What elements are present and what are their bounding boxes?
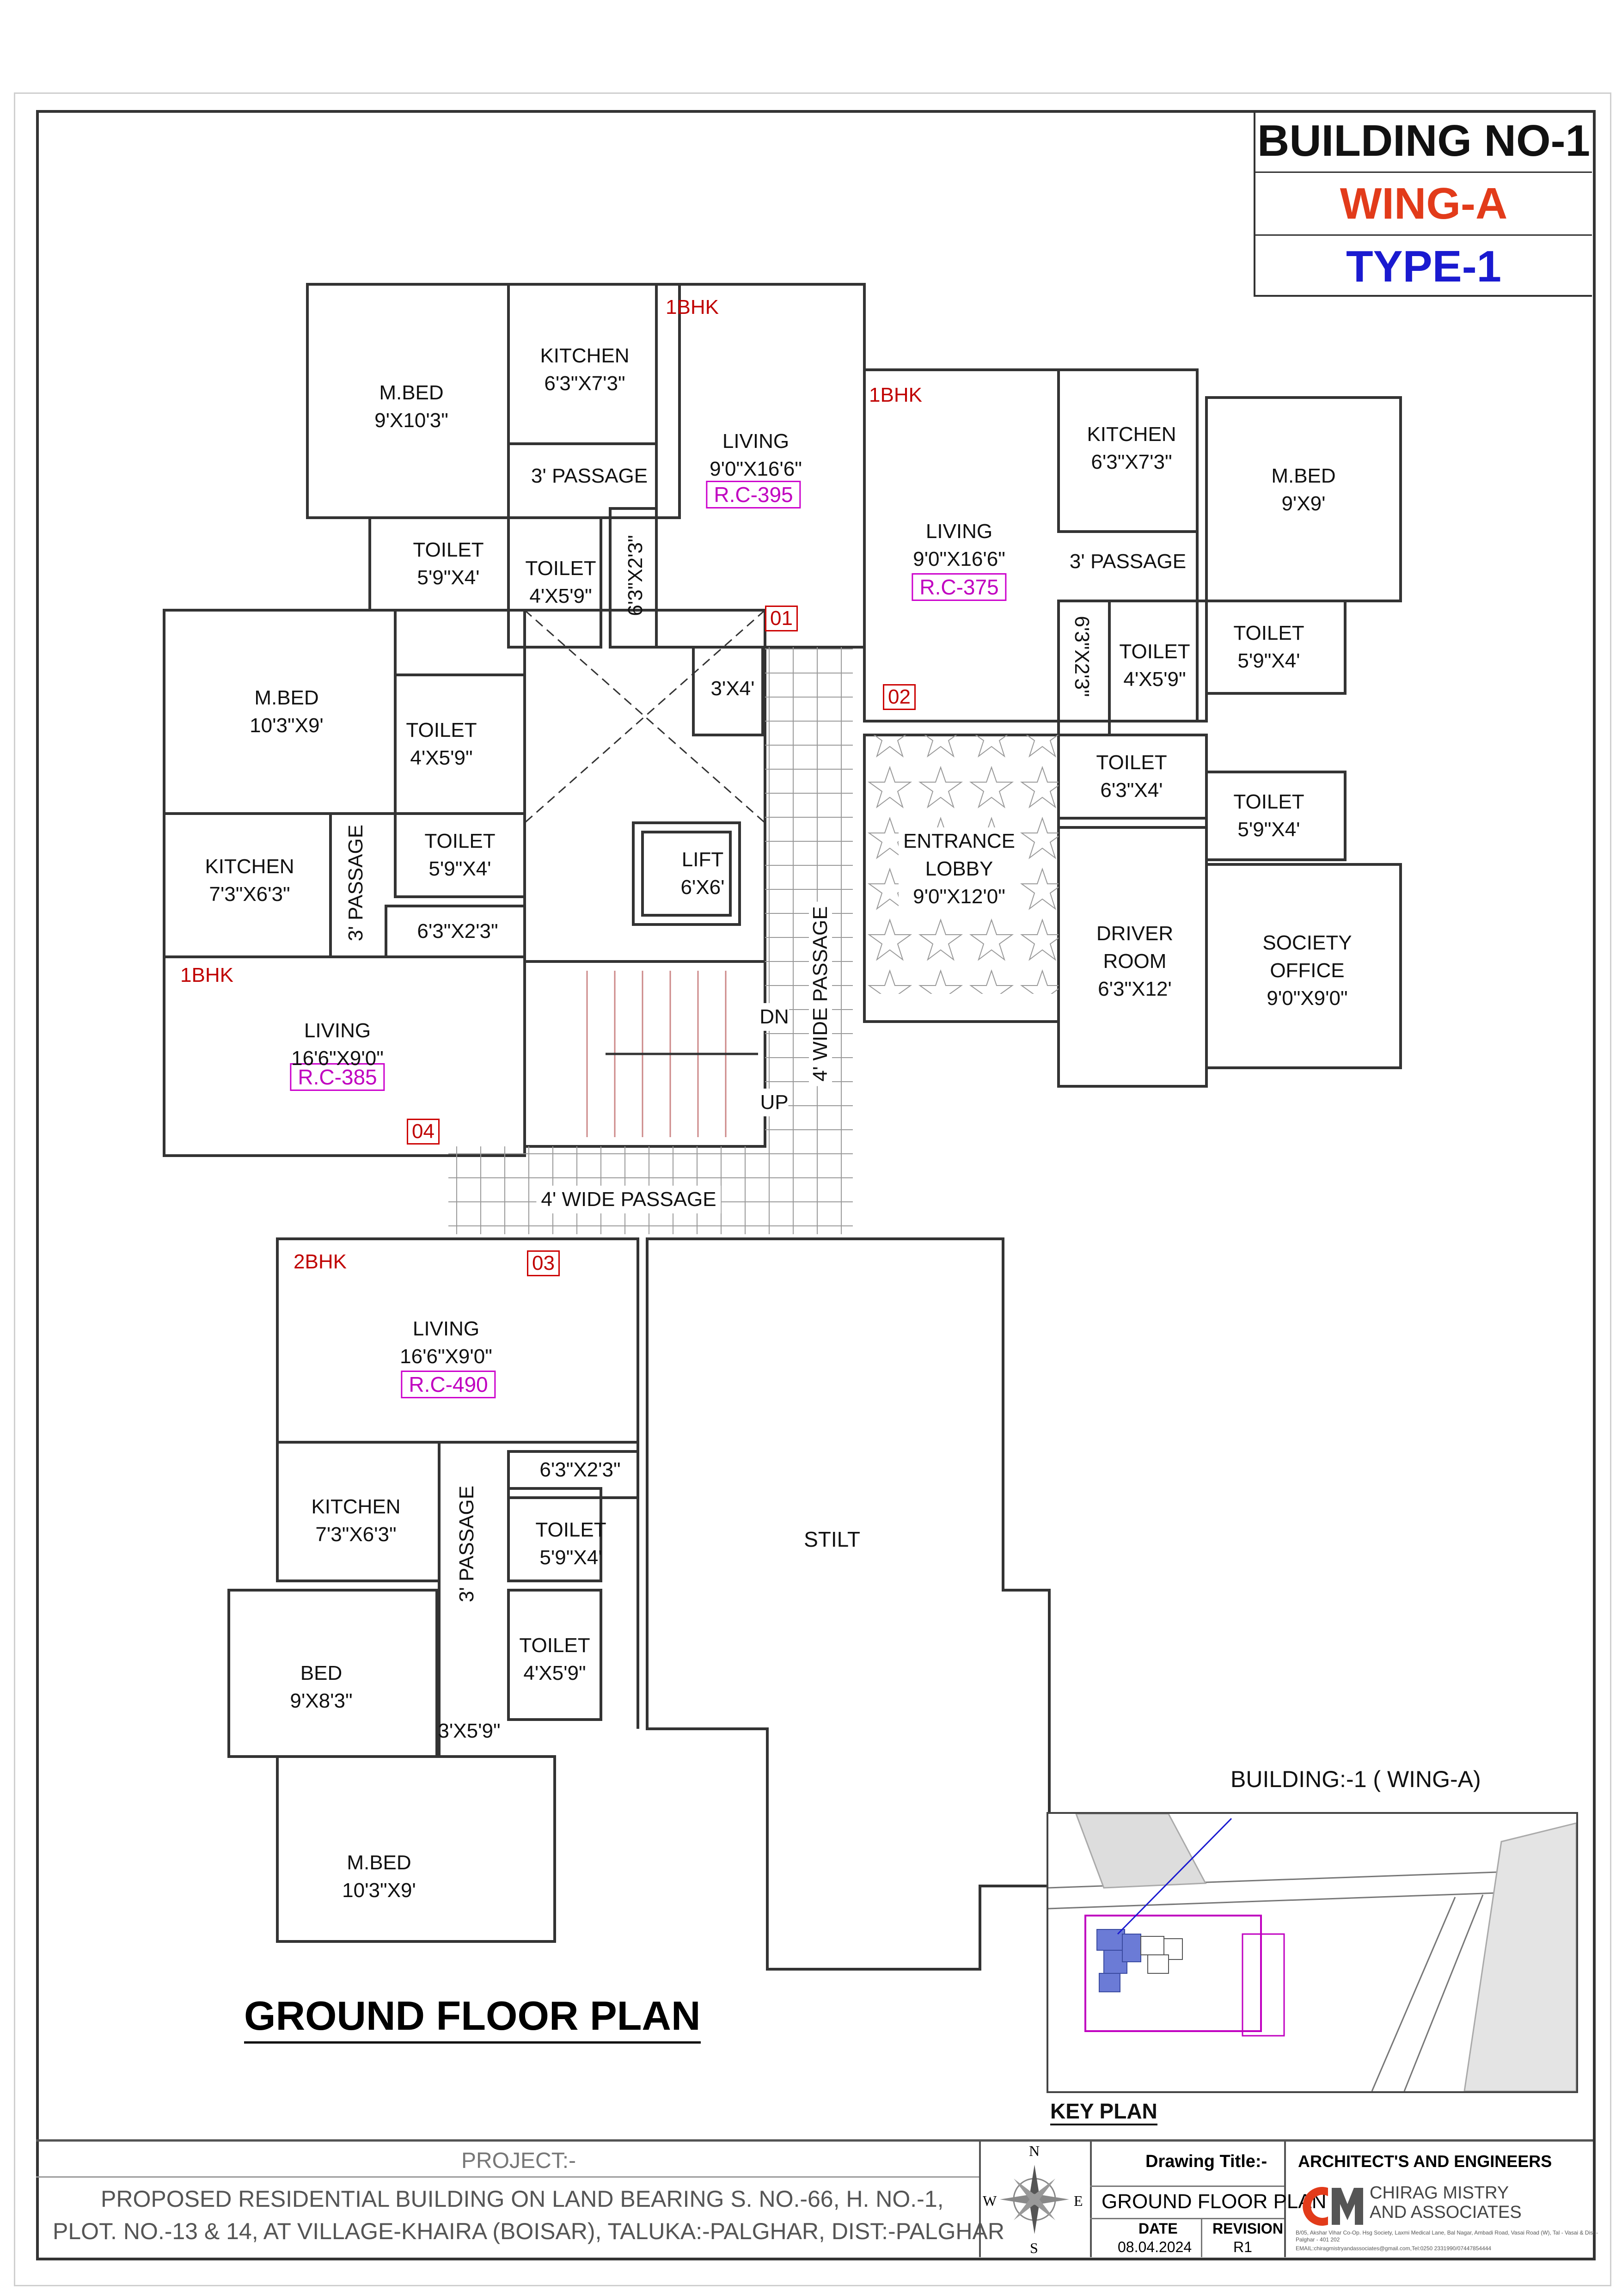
stilt-label: STILT xyxy=(804,1527,860,1551)
drawing-frame xyxy=(36,110,1596,2260)
compass-east: E xyxy=(1074,2192,1083,2209)
stair-up-label: UP xyxy=(760,1089,789,1116)
f1-passage-label: 3' PASSAGE xyxy=(531,465,648,487)
title-block: BUILDING NO-1 WING-A TYPE-1 xyxy=(1254,110,1592,297)
date-value: 08.04.2024 xyxy=(1118,2239,1192,2255)
divider-1 xyxy=(979,2142,981,2257)
flat-04-number: 04 xyxy=(407,1119,440,1145)
title-strip: PROJECT:- PROPOSED RESIDENTIAL BUILDING … xyxy=(36,2139,1598,2257)
horizontal-passage-label: 4' WIDE PASSAGE xyxy=(536,1186,721,1213)
flat-02-rc: R.C-375 xyxy=(912,573,1007,601)
flat-02-kind: 1BHK xyxy=(869,384,922,406)
key-plan-callout: BUILDING:-1 ( WING-A) xyxy=(1230,1766,1481,1792)
flat-03-number: 03 xyxy=(527,1250,560,1276)
f1-duct-label: 6'3"X2'3" xyxy=(624,535,647,616)
stilt-outline xyxy=(646,1237,1051,1971)
divider-3 xyxy=(1284,2142,1286,2257)
date-label: DATE xyxy=(1138,2220,1178,2237)
project-line-1: PROPOSED RESIDENTIAL BUILDING ON LAND BE… xyxy=(101,2186,944,2212)
flat-01-rc: R.C-395 xyxy=(706,481,801,508)
compass-icon xyxy=(1000,2165,1069,2234)
project-label: PROJECT:- xyxy=(461,2149,576,2173)
flat-03-kind: 2BHK xyxy=(294,1250,347,1273)
divider-2 xyxy=(1090,2142,1092,2257)
firm-email: EMAIL:chiragmistryandassociates@gmail.co… xyxy=(1296,2245,1492,2252)
key-plan xyxy=(1047,1812,1578,2093)
flat-04-rc: R.C-385 xyxy=(290,1063,385,1091)
drawing-title-value: GROUND FLOOR PLAN xyxy=(1102,2190,1327,2213)
key-plan-drawing xyxy=(1048,1814,1576,2091)
f3-duct-label: 6'3"X2'3" xyxy=(539,1458,621,1481)
drawing-sheet xyxy=(14,92,1611,2286)
firm-address: B/05, Akshar Vihar Co-Op. Hsg Society, L… xyxy=(1296,2229,1598,2243)
drawing-heading: GROUND FLOOR PLAN xyxy=(244,1992,701,2044)
flat-04-kind: 1BHK xyxy=(180,964,233,986)
date-revision-divider xyxy=(1201,2218,1202,2257)
firm-logo-icon xyxy=(1303,2187,1363,2226)
revision-label: REVISION xyxy=(1212,2220,1283,2237)
flat-02-walls xyxy=(863,368,1402,736)
date-divider xyxy=(1090,2218,1284,2219)
title-divider xyxy=(1090,2186,1284,2187)
wing-label: WING-A xyxy=(1255,173,1592,236)
stair-flight xyxy=(586,971,758,1137)
firm-name-line-1: CHIRAG MISTRY xyxy=(1370,2183,1509,2203)
f4-passage-label: 3' PASSAGE xyxy=(344,824,367,942)
compass-west: W xyxy=(983,2192,997,2209)
f1-niche-label: 3'X4' xyxy=(710,677,755,700)
drawing-title-label: Drawing Title:- xyxy=(1145,2152,1267,2171)
f3-niche-label: 3'X5'9" xyxy=(438,1720,501,1742)
f2-duct-label: 6'3"X2'3" xyxy=(1071,616,1093,697)
firm-name-line-2: AND ASSOCIATES xyxy=(1370,2203,1522,2222)
key-plan-label: KEY PLAN xyxy=(1050,2099,1157,2125)
flat-03-walls xyxy=(227,1237,639,1943)
flat-03-rc: R.C-490 xyxy=(401,1371,496,1398)
flat-01-number: 01 xyxy=(765,606,798,631)
architect-label: ARCHITECT'S AND ENGINEERS xyxy=(1298,2152,1552,2171)
project-line-2: PLOT. NO.-13 & 14, AT VILLAGE-KHAIRA (BO… xyxy=(53,2218,1004,2244)
compass-south: S xyxy=(1030,2240,1038,2256)
compass-north: N xyxy=(1029,2143,1040,2159)
vertical-passage-label: 4' WIDE PASSAGE xyxy=(809,901,832,1086)
f4-duct-label: 6'3"X2'3" xyxy=(417,920,498,943)
revision-value: R1 xyxy=(1233,2239,1252,2255)
f2-passage-label: 3' PASSAGE xyxy=(1069,550,1187,573)
key-plan-building-1 xyxy=(1096,1929,1141,1992)
building-number: BUILDING NO-1 xyxy=(1255,110,1592,173)
f3-passage-label: 3' PASSAGE xyxy=(455,1485,478,1603)
project-divider xyxy=(36,2176,979,2178)
type-label: TYPE-1 xyxy=(1346,242,1502,291)
flat-01-kind: 1BHK xyxy=(666,296,719,318)
stair-down-label: DN xyxy=(759,1003,789,1031)
flat-02-number: 02 xyxy=(883,684,916,710)
